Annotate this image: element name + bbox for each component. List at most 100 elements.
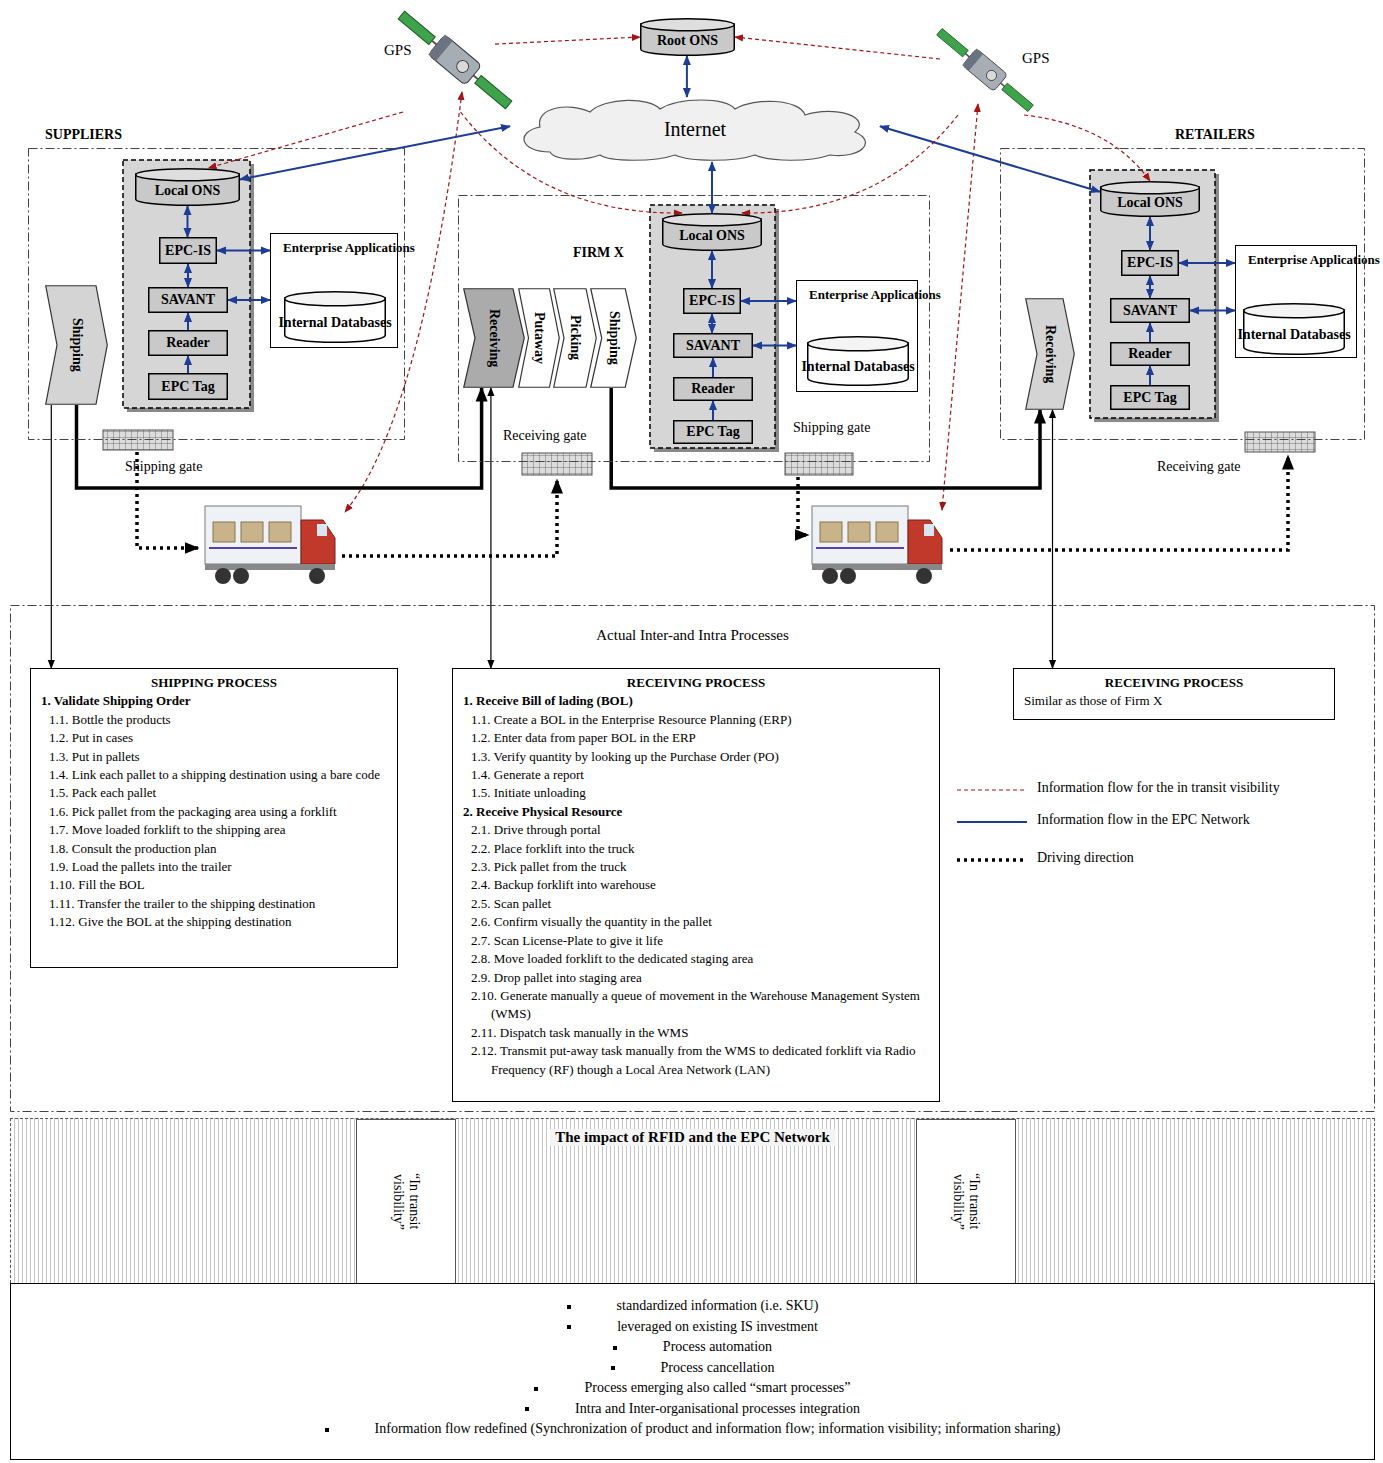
connector [240,126,510,179]
box-outline [674,378,753,401]
gps-satellite-figure-part [984,68,998,82]
box-outline [674,334,753,358]
connector [712,401,714,420]
node-label: Local ONS [1117,195,1183,211]
truck-part [309,568,325,584]
rfid-panel [123,160,254,412]
process-chevron: Putaway [518,288,560,388]
box-outline [684,289,741,314]
process-step: 2.6. Confirm visually the quantity in th… [463,913,929,931]
local-ons-database: Local ONS [135,168,240,206]
truck-part [301,520,335,564]
gate-icon [103,430,173,450]
node-label: SAVANT [1123,303,1177,319]
gate-icon-part [1245,432,1315,452]
truck-part [209,547,297,549]
cylinder-top [641,19,735,31]
savant-box: SAVANT [148,287,228,313]
connector [1149,366,1151,385]
connector [1149,217,1151,250]
process-step: 2.9. Drop pallet into staging area [463,969,929,987]
node-label: SAVANT [686,338,740,354]
connector [712,358,714,377]
gate-icon-part [103,430,173,450]
connector [880,126,1100,192]
truck-part [848,522,870,542]
region-outline [459,196,930,462]
chevron-outline [554,289,597,388]
process-heading: SHIPPING PROCESS [41,674,387,692]
process-step: 1.8. Consult the production plan [41,840,387,858]
reader-box: Reader [673,377,753,401]
supplier-region: SUPPLIERSShippingLocal ONSEPC-ISSAVANTRe… [28,148,405,440]
process-chevron: Receiving [1025,298,1075,410]
legend-sample [955,780,1029,800]
process-step: 1.5. Pack each pallet [41,784,387,802]
node-label: Internal Databases [801,359,914,375]
process-step: 2.10. Generate manually a queue of movem… [463,987,929,1024]
truck-part [233,568,249,584]
enterprise-applications-box: Enterprise ApplicationsInternal Database… [1235,245,1357,358]
process-step: Similar as those of Firm X [1024,692,1324,710]
region-outline [1001,149,1365,440]
node-label: leveraged on existing IS investment [11,1317,1374,1338]
connector [187,356,189,373]
connector [490,388,491,668]
process-list-box: RECEIVING PROCESS1. Receive Bill of ladi… [452,668,940,1102]
gps-truck-link [942,104,978,510]
enterprise-applications-box: Enterprise ApplicationsInternal Database… [270,233,398,348]
connector [51,405,52,668]
gate-icon-part [522,453,592,475]
node-label: Shipping [606,311,622,365]
chevron-outline [591,289,637,388]
region-outline [29,149,405,440]
gate-icon-part [522,453,592,475]
gate-label: Shipping gate [125,459,202,475]
reader-box: Reader [1110,342,1190,366]
cylinder-top [663,214,762,226]
box-outline [1111,299,1190,323]
box-outline [149,374,228,400]
region-outline [11,606,1375,1112]
legend-line [957,858,1027,862]
node-label: GPS [384,42,412,59]
process-list-box: SHIPPING PROCESS1. Validate Shipping Ord… [30,668,398,968]
gate-icon [522,453,592,475]
process-step: 1.4. Generate a report [463,766,929,784]
epc-is-box: EPC-IS [159,237,217,264]
process-step: 2.8. Move loaded forklift to the dedicat… [463,950,929,968]
node-label: Intra and Inter-organisational processes… [11,1399,1374,1420]
node-label: Reader [1128,346,1172,362]
node-label: EPC Tag [1123,390,1176,406]
gate-icon-part [785,453,853,475]
epc-tag-box: EPC Tag [1110,385,1190,410]
process-chevron: Picking [553,288,597,388]
connector [1149,276,1151,298]
node-label: Local ONS [155,183,221,199]
gate-label: Shipping gate [793,420,870,436]
gate-label: Receiving gate [1157,459,1241,475]
connector [187,313,189,330]
process-step: 1.4. Link each pallet to a shipping dest… [41,766,387,784]
node-label: RETAILERS [1175,127,1255,143]
truck [812,506,942,584]
database-cylinder: Internal Databases [807,336,909,386]
process-step: 1.10. Fill the BOL [41,876,387,894]
gate-icon-part [785,453,853,475]
in-transit-box: “In transit visibility” [356,1119,456,1284]
connector [711,251,713,288]
node-label: Enterprise Applications [797,287,917,303]
node-label: Actual Inter-and Intra Processes [10,627,1375,644]
process-step: 1.9. Load the pallets into the trailer [41,858,387,876]
savant-box: SAVANT [673,333,753,358]
connector [217,250,270,252]
legend-line [957,789,1027,790]
process-step: 1. Validate Shipping Order [41,692,387,710]
truck-part [820,522,842,542]
truck-part [908,520,942,564]
truck-part [215,568,231,584]
gps-satellite-figure-part [398,11,435,44]
root-ons-database: Root ONS [640,18,735,56]
process-step: 2.11. Dispatch task manually in the WMS [463,1024,929,1042]
